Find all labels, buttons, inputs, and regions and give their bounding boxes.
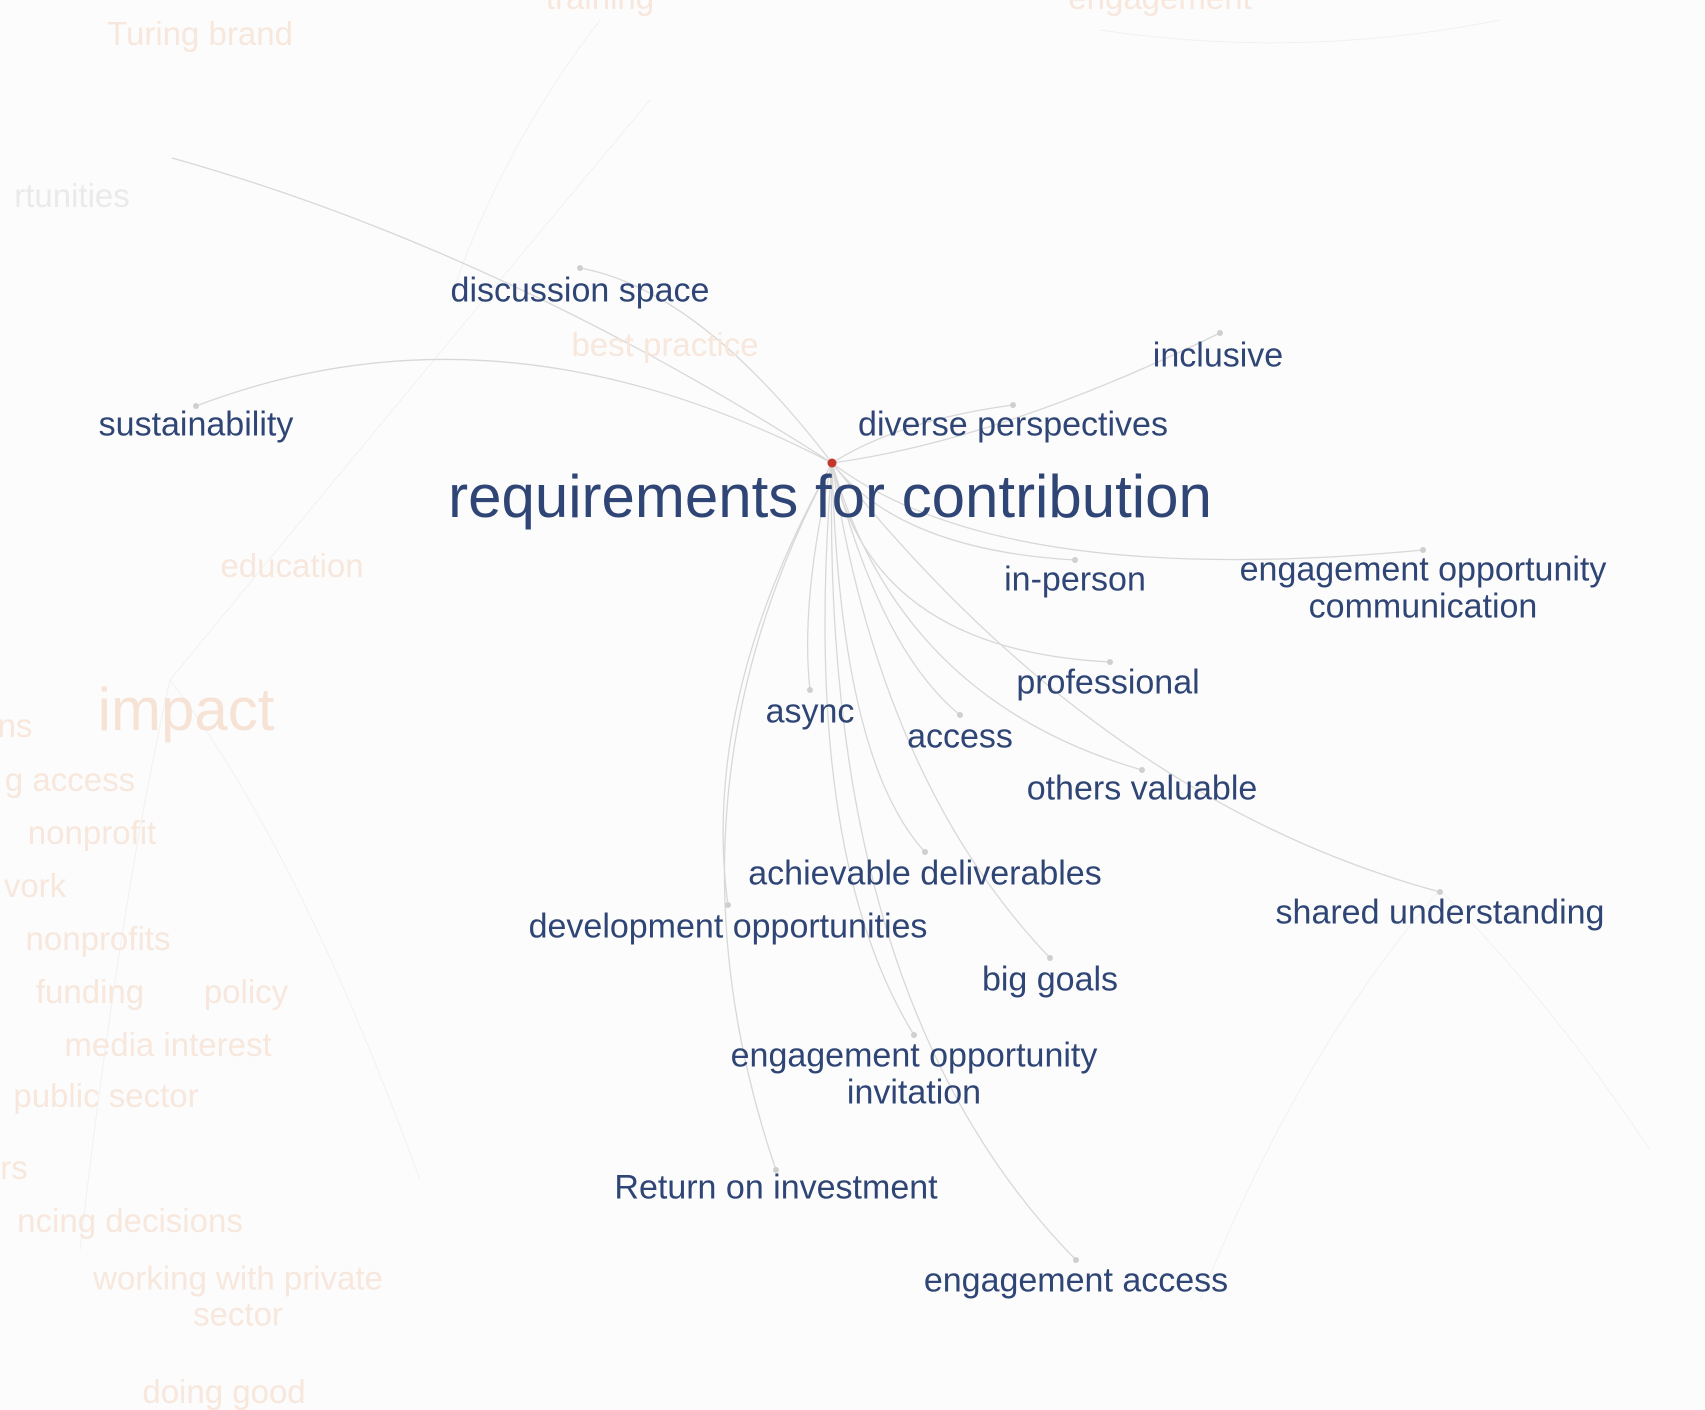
node-nonprofit[interactable]: nonprofit	[27, 813, 157, 851]
node-engagement[interactable]: engagement	[1068, 0, 1251, 16]
node-label-line2: invitation	[846, 1074, 982, 1112]
node-influencing-decisions[interactable]: ncing decisions	[17, 1201, 243, 1239]
hub-dot[interactable]	[827, 458, 837, 468]
node-development-opportunities[interactable]: development opportunities	[528, 907, 928, 946]
node-funding[interactable]: funding	[35, 972, 145, 1010]
node-engagement-opportunity-communication[interactable]: engagement opportunity communication	[1239, 550, 1607, 627]
node-return-on-investment[interactable]: Return on investment	[614, 1168, 938, 1207]
node-label-line1: engagement opportunity	[1239, 550, 1607, 589]
node-sustainability[interactable]: sustainability	[98, 405, 294, 444]
node-access[interactable]: access	[907, 717, 1013, 756]
node-diverse-perspectives[interactable]: diverse perspectives	[858, 405, 1168, 444]
node-public-sector[interactable]: public sector	[13, 1076, 199, 1114]
node-engagement-access[interactable]: engagement access	[923, 1261, 1229, 1300]
node-best-practice[interactable]: best practice	[571, 325, 759, 363]
node-nonprofits[interactable]: nonprofits	[25, 919, 171, 957]
node-label-line2: sector	[193, 1296, 283, 1333]
node-async[interactable]: async	[765, 692, 855, 731]
node-working-with-private-sector[interactable]: working with private sector	[93, 1259, 383, 1334]
node-achievable-deliverables[interactable]: achievable deliverables	[748, 854, 1102, 893]
node-training[interactable]: training	[546, 0, 654, 16]
node-turing-brand[interactable]: Turing brand	[107, 14, 293, 52]
node-label-line1: working with private	[93, 1259, 383, 1297]
node-big-goals[interactable]: big goals	[981, 960, 1119, 999]
node-in-person[interactable]: in-person	[1004, 560, 1146, 599]
node-requirements-for-contribution[interactable]: requirements for contribution	[448, 463, 1212, 530]
node-professional[interactable]: professional	[1016, 663, 1200, 702]
node-opportunities[interactable]: rtunities	[14, 176, 130, 214]
node-label-line1: engagement opportunity	[730, 1036, 1098, 1075]
node-shared-understanding[interactable]: shared understanding	[1275, 893, 1605, 932]
node-discussion-space[interactable]: discussion space	[450, 271, 710, 310]
node-doing-good[interactable]: doing good	[142, 1372, 306, 1410]
node-g-access[interactable]: g access	[4, 760, 136, 798]
node-policy[interactable]: policy	[203, 972, 289, 1010]
node-label-line2: communication	[1308, 588, 1538, 626]
node-rs[interactable]: rs	[0, 1148, 28, 1186]
node-engagement-opportunity-invitation[interactable]: engagement opportunity invitation	[730, 1036, 1098, 1113]
node-media-interest[interactable]: media interest	[64, 1025, 272, 1063]
node-impact[interactable]: impact	[97, 676, 275, 743]
node-education[interactable]: education	[220, 546, 364, 584]
node-inclusive[interactable]: inclusive	[1152, 336, 1284, 375]
node-work[interactable]: vork	[3, 866, 67, 904]
node-ns[interactable]: ns	[0, 706, 33, 744]
node-others-valuable[interactable]: others valuable	[1026, 769, 1258, 808]
